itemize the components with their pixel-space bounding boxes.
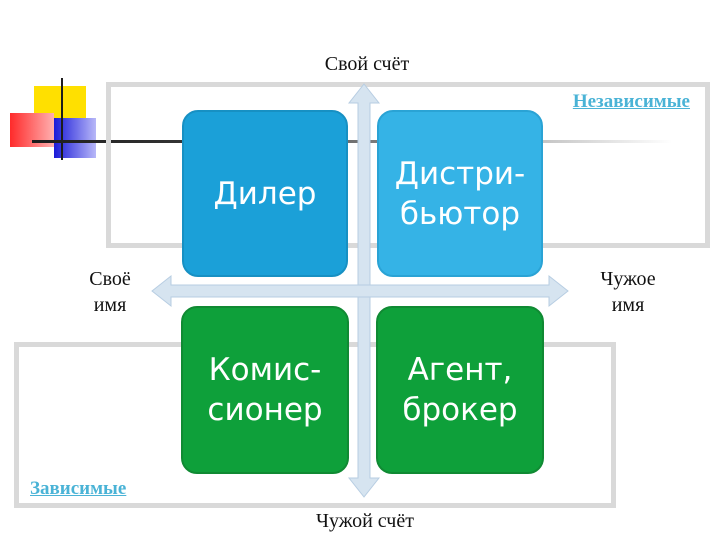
logo-vertical-line [61,78,63,160]
quadrant-commission-agent: Комис- сионер [181,306,349,474]
quadrant-dealer: Дилер [182,110,348,277]
group-label-dependent: Зависимые [30,478,127,499]
axis-label-own-account: Свой счёт [324,53,410,75]
quadrant-agent-broker: Агент, брокер [376,306,544,474]
axis-label-foreign-name: Чужое имя [600,268,656,316]
axis-label-foreign-account: Чужой счёт [316,510,414,532]
group-label-independent: Независимые [572,91,690,112]
quadrant-distributor: Дистри- бьютор [377,110,543,277]
horizontal-axis-arrow [151,274,569,308]
axis-label-own-name: Своё имя [89,268,131,316]
